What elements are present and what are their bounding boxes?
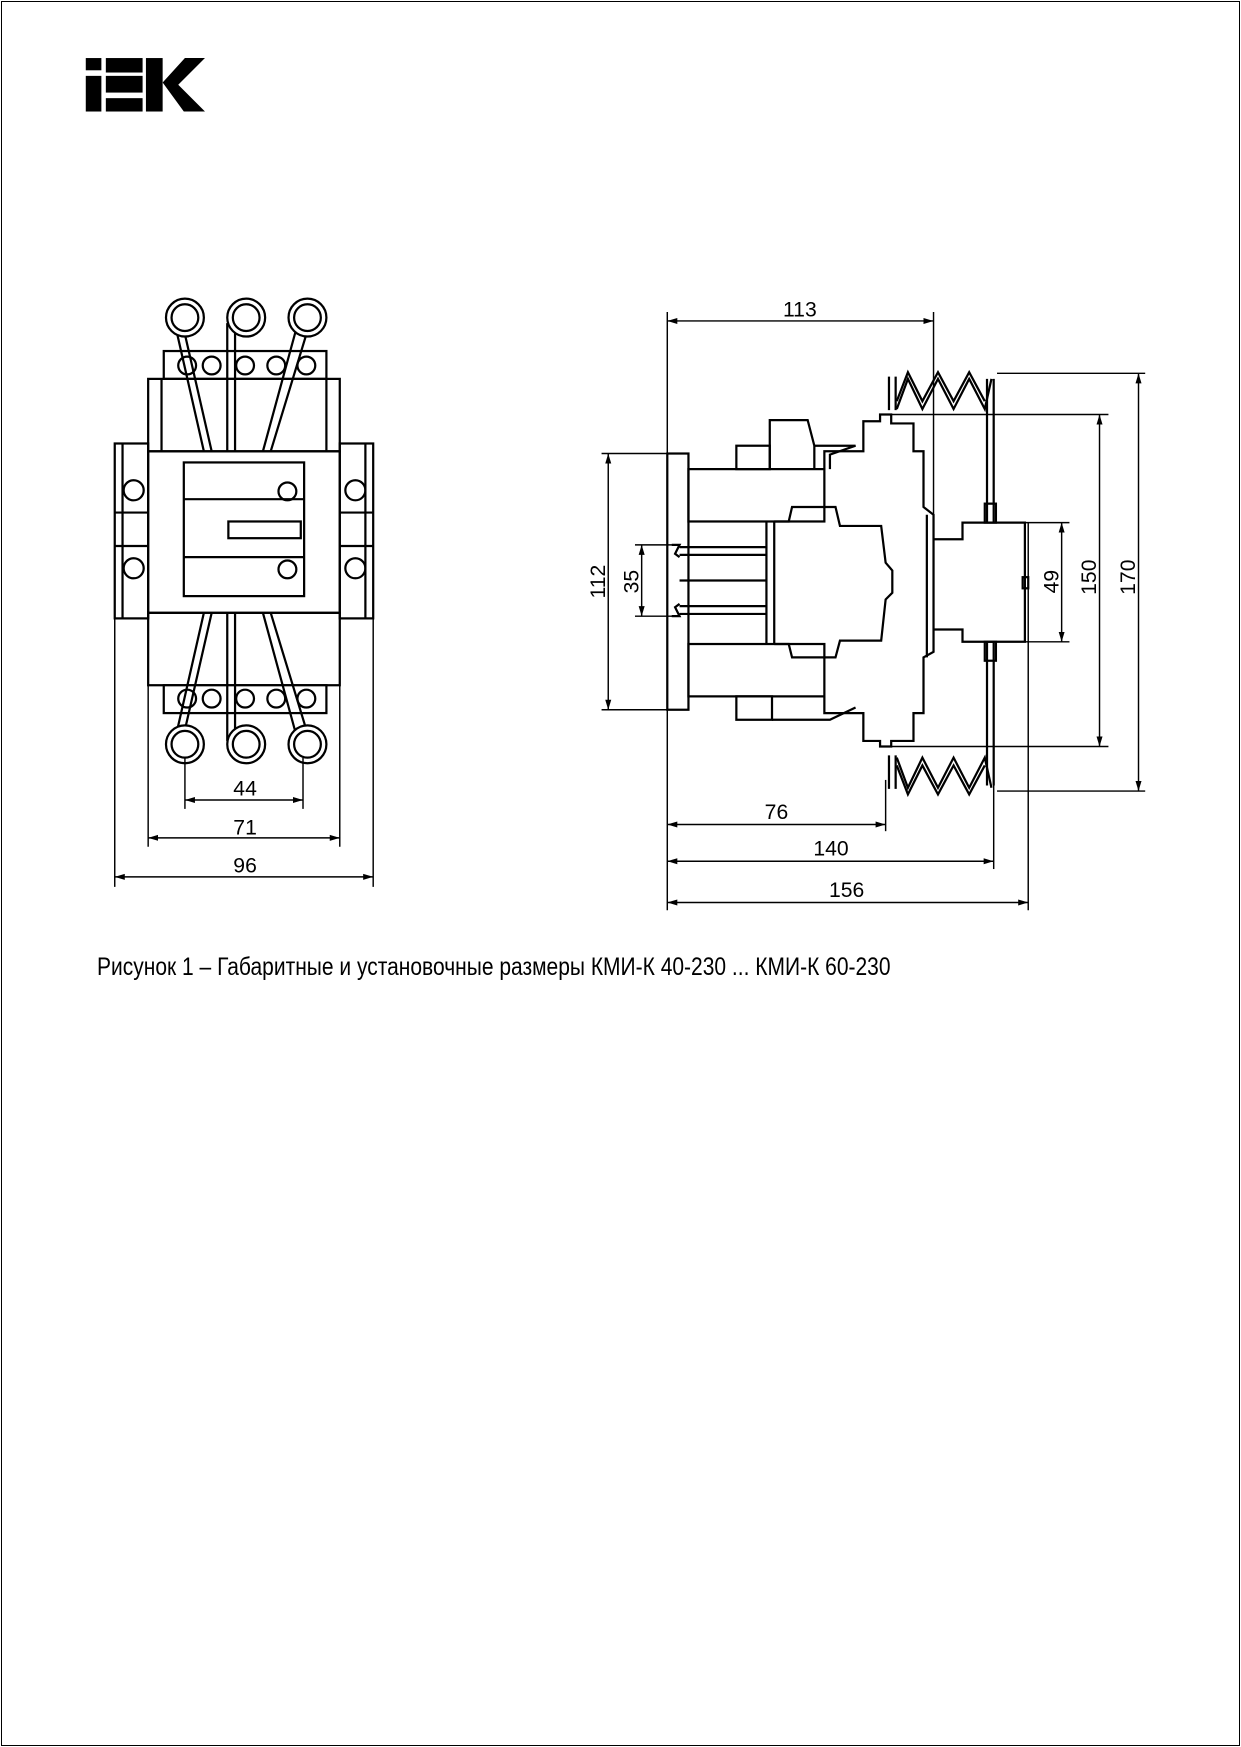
- dim-96: 96: [233, 854, 257, 877]
- figure-caption: Рисунок 1 – Габаритные и установочные ра…: [97, 953, 891, 981]
- iek-logo: [85, 58, 205, 112]
- front-view-dimensions: [114, 618, 374, 887]
- dim-71: 71: [233, 817, 257, 840]
- dim-113: 113: [783, 298, 817, 321]
- side-view-dimensions: [601, 312, 1146, 911]
- dim-112: 112: [587, 565, 610, 599]
- dim-49: 49: [1040, 570, 1063, 594]
- dim-150: 150: [1078, 560, 1101, 595]
- dim-44: 44: [233, 778, 257, 801]
- dim-170: 170: [1117, 560, 1140, 595]
- dim-35: 35: [620, 570, 643, 594]
- side-view: [666, 369, 1030, 798]
- front-view: [113, 297, 375, 765]
- dim-140: 140: [813, 838, 848, 861]
- dim-76: 76: [765, 801, 789, 824]
- dim-156: 156: [829, 879, 864, 902]
